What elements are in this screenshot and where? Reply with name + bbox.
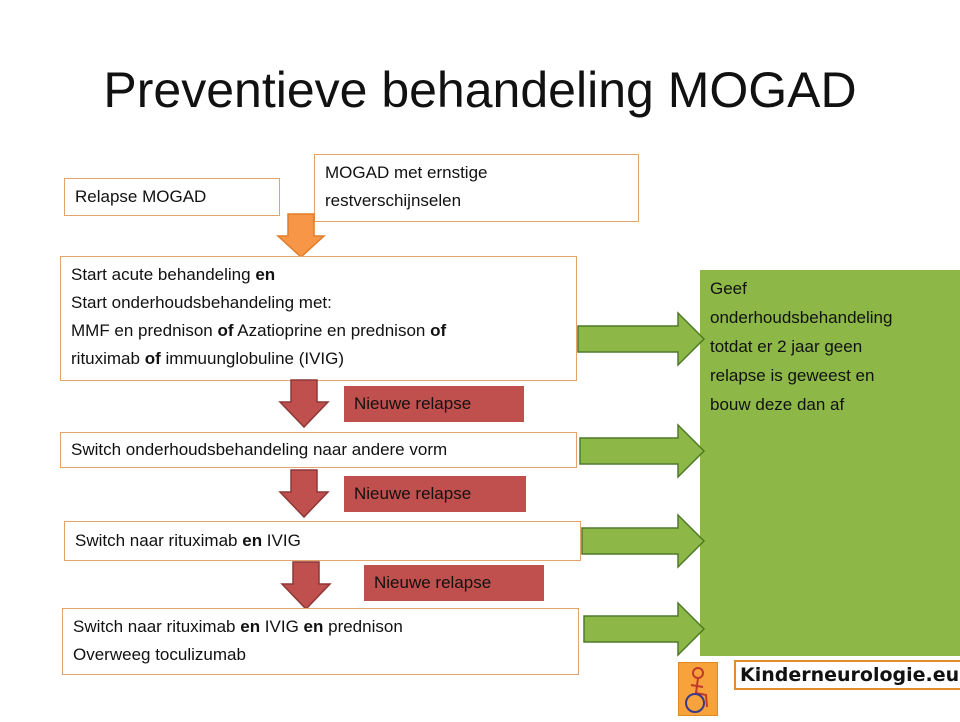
switch-final-line-1: Switch naar rituximab en IVIG en prednis… [73, 617, 403, 636]
switch-vorm-box: Switch onderhoudsbehandeling naar andere… [60, 432, 577, 468]
mogad-restverschijnselen-line2: restverschijnselen [325, 191, 462, 210]
mogad-restverschijnselen-line1: MOGAD met ernstige [325, 163, 488, 182]
relapse-mogad-label: Relapse MOGAD [75, 187, 207, 206]
red-down-arrow-3 [280, 561, 332, 611]
kinderneurologie-logo: Kinderneurologie.eu [678, 658, 960, 720]
logo-text: Kinderneurologie.eu [734, 660, 960, 690]
advice-line-1: Geef [710, 279, 747, 298]
start-line-1: Start acute behandeling en [71, 265, 276, 284]
wheelchair-figure-icon [678, 662, 718, 716]
start-line-4: rituximab of immuunglobuline (IVIG) [71, 349, 345, 368]
relapse-tag-3: Nieuwe relapse [364, 565, 544, 601]
page-title: Preventieve behandeling MOGAD [103, 62, 857, 118]
switch-vorm-label: Switch onderhoudsbehandeling naar andere… [71, 440, 448, 459]
maintenance-advice-panel: Geef onderhoudsbehandeling totdat er 2 j… [700, 270, 960, 656]
advice-line-3: totdat er 2 jaar geen [710, 337, 863, 356]
switch-final-box: Switch naar rituximab en IVIG en prednis… [62, 608, 579, 675]
green-right-arrow-1 [577, 311, 706, 367]
mogad-restverschijnselen-box: MOGAD met ernstige restverschijnselen [314, 154, 639, 222]
orange-down-arrow [276, 213, 326, 259]
switch-final-line-2: Overweeg toculizumab [73, 645, 246, 664]
switch-rituximab-box: Switch naar rituximab en IVIG [64, 521, 581, 561]
red-down-arrow-1 [278, 379, 330, 429]
start-line-2: Start onderhoudsbehandeling met: [71, 293, 332, 312]
relapse-tag-2: Nieuwe relapse [344, 476, 526, 512]
advice-line-5: bouw deze dan af [710, 395, 845, 414]
start-line-3: MMF en prednison of Azatioprine en predn… [71, 321, 447, 340]
red-down-arrow-2 [278, 469, 330, 519]
green-right-arrow-2 [579, 423, 706, 479]
start-treatment-box: Start acute behandeling en Start onderho… [60, 256, 577, 381]
switch-rituximab-label: Switch naar rituximab en IVIG [75, 531, 301, 550]
maintenance-advice-text: Geef onderhoudsbehandeling totdat er 2 j… [710, 274, 958, 419]
green-right-arrow-3 [581, 513, 706, 569]
advice-line-4: relapse is geweest en [710, 366, 875, 385]
relapse-tag-1: Nieuwe relapse [344, 386, 524, 422]
relapse-mogad-box: Relapse MOGAD [64, 178, 280, 216]
advice-line-2: onderhoudsbehandeling [710, 308, 893, 327]
green-right-arrow-4 [583, 601, 706, 657]
